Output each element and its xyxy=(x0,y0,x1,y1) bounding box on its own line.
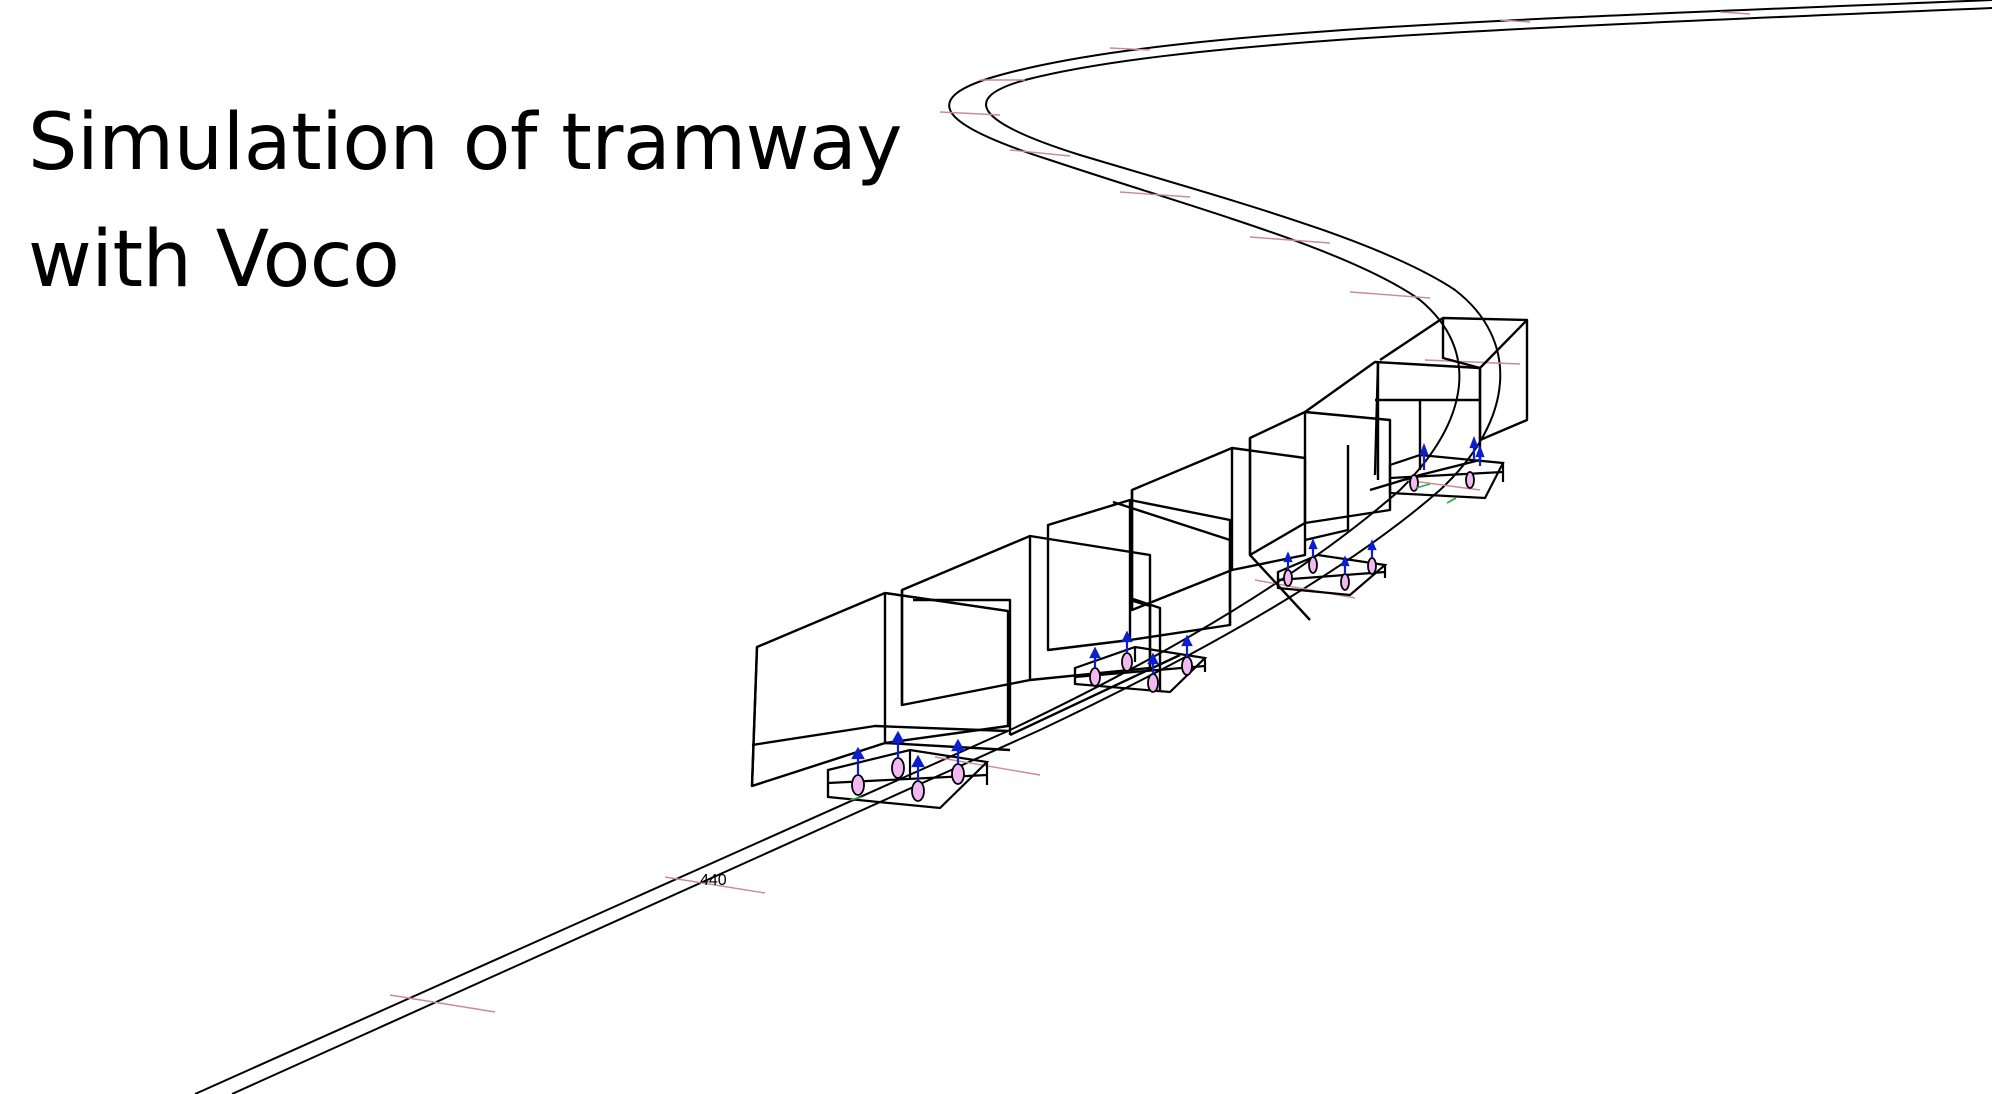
tram-car-2 xyxy=(900,534,1181,737)
rail-left xyxy=(194,0,1992,1094)
bogie-3 xyxy=(1276,538,1388,597)
wheel-icon xyxy=(1283,569,1293,587)
bogie-4 xyxy=(1388,435,1505,504)
wheel-icon xyxy=(1147,673,1159,693)
force-arrow-icon xyxy=(1419,435,1485,470)
bogie-2 xyxy=(1073,630,1208,694)
force-arrow-icon xyxy=(1089,630,1193,674)
track-marker-label: 440 xyxy=(700,872,727,889)
tram-car-3 xyxy=(1046,498,1232,668)
simulation-title: Simulation of tramway with Voco xyxy=(28,85,948,319)
title-line-2: with Voco xyxy=(28,215,400,305)
wheel-icon xyxy=(1409,474,1419,492)
wheel-icon xyxy=(1089,667,1101,687)
title-line-1: Simulation of tramway xyxy=(28,98,902,188)
wheel-icon xyxy=(1121,652,1133,672)
wheel-icon xyxy=(911,780,925,802)
sleeper-ticks xyxy=(389,11,1751,1013)
track xyxy=(194,0,1992,1094)
tram-car-4 xyxy=(1129,446,1307,690)
rail-right xyxy=(231,7,1992,1094)
tram-car-7 xyxy=(1379,316,1529,442)
tram-car-1 xyxy=(750,591,1011,788)
wheel-icon xyxy=(891,757,905,779)
wheel-icon xyxy=(951,763,965,785)
wheel-icon xyxy=(1465,471,1475,489)
wheel-icon xyxy=(1367,557,1377,575)
bogie-1 xyxy=(826,730,990,810)
wheel-icon xyxy=(1181,656,1193,676)
force-arrow-icon xyxy=(851,730,965,781)
wheel-icon xyxy=(1340,573,1350,591)
wheel-icon xyxy=(851,774,865,796)
tram-car-6 xyxy=(1304,360,1482,492)
force-arrow-icon xyxy=(1283,538,1377,574)
wheel-icon xyxy=(1308,556,1318,574)
